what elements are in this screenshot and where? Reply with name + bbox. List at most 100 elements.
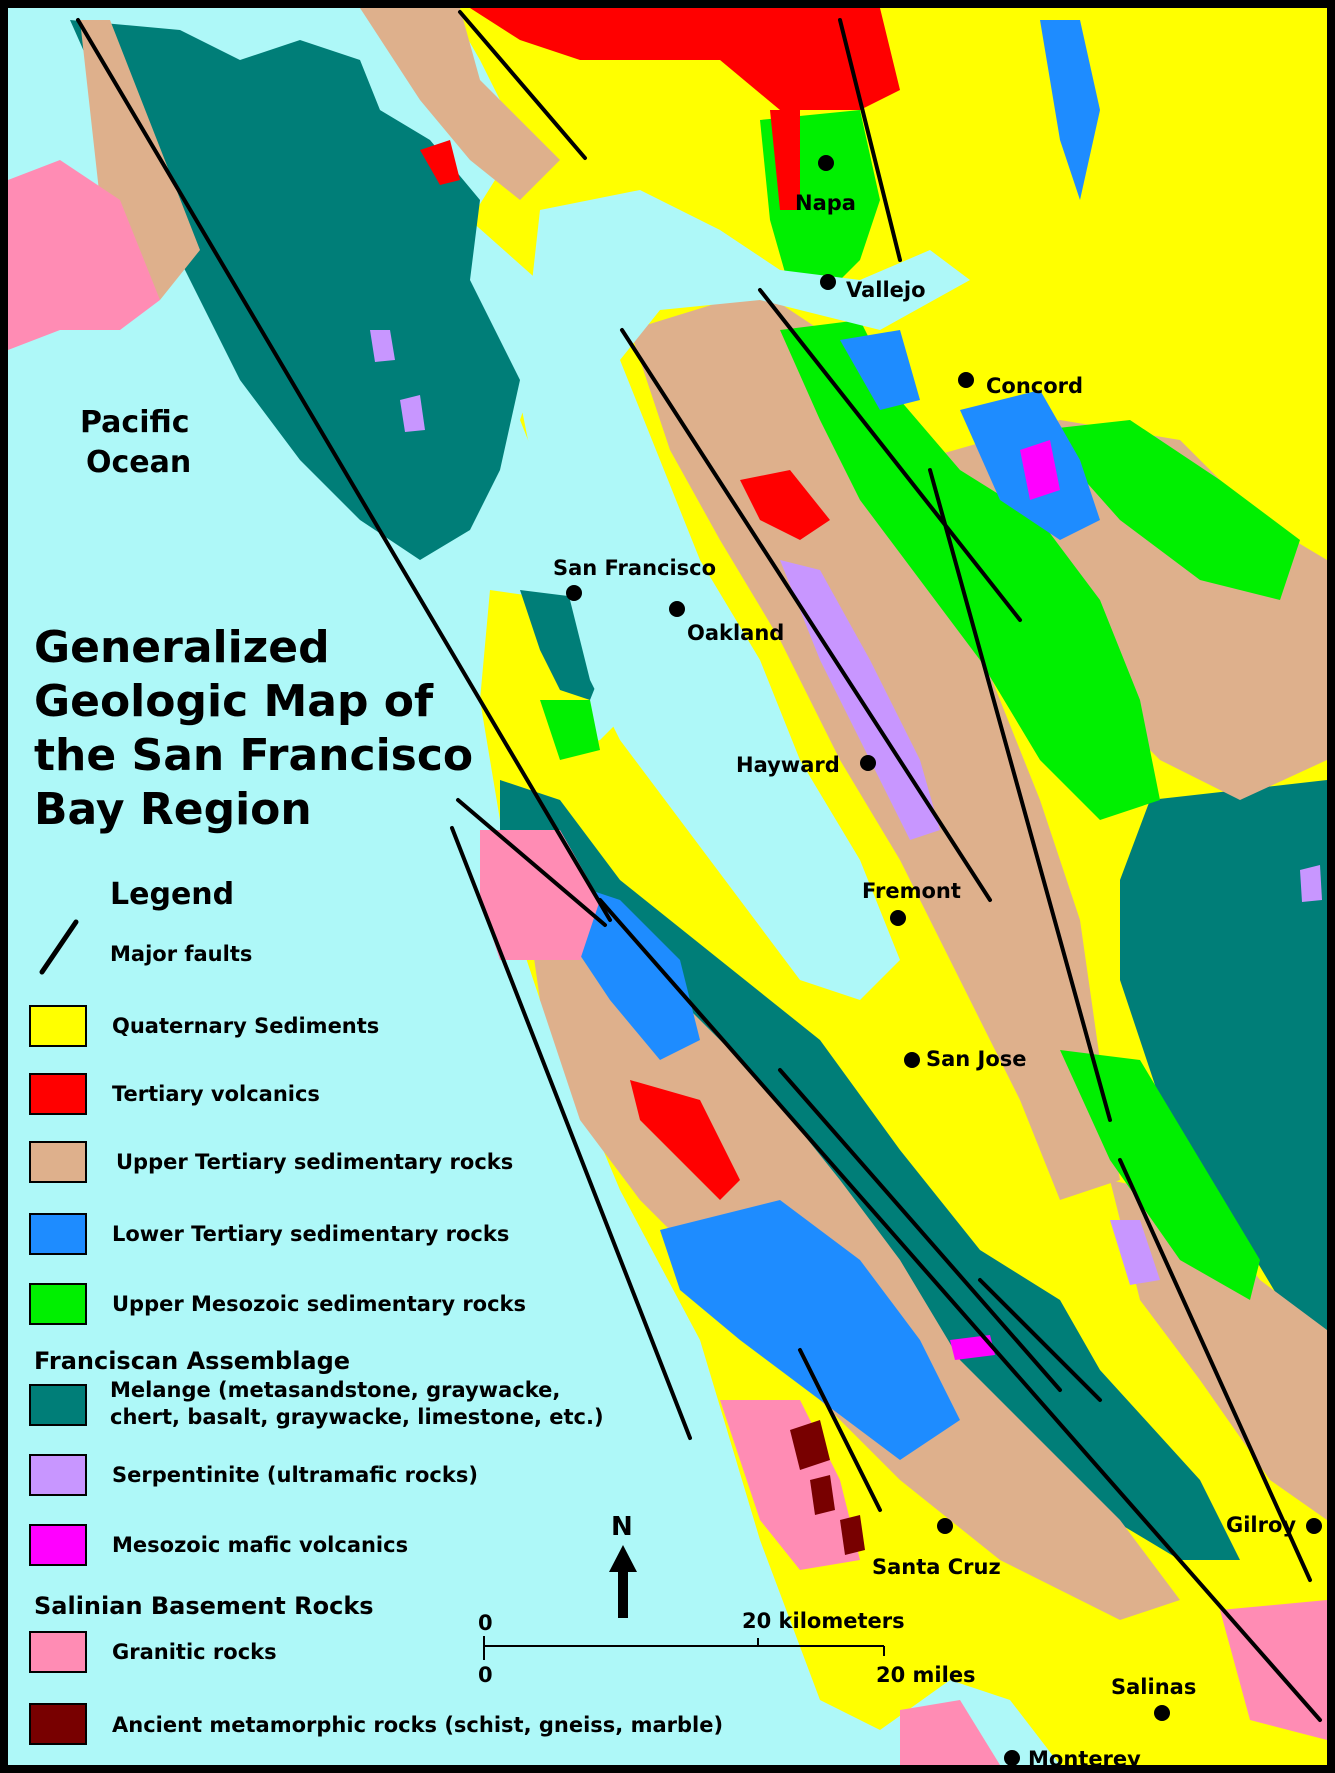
serpentinite-region-4 bbox=[1110, 1220, 1160, 1285]
tertiary-volcanics-region-marin bbox=[420, 140, 460, 185]
lower-tertiary-region-north bbox=[1040, 20, 1100, 200]
serpentinite-region-2 bbox=[370, 330, 395, 362]
granitic-region-point-reyes bbox=[8, 160, 160, 350]
ocean-label-line-2: Ocean bbox=[86, 445, 191, 480]
legend-swatch-upper-mesozoic bbox=[29, 1283, 87, 1325]
melange-region-east bbox=[1120, 780, 1327, 1370]
scale-mi-end: 20 miles bbox=[876, 1663, 976, 1687]
metamorphic-region-3 bbox=[840, 1515, 865, 1555]
legend-swatch-tertiary-volcanics bbox=[29, 1073, 87, 1115]
fault-san-andreas-south bbox=[598, 898, 1322, 1722]
tertiary-volcanics-region-santa-cruz bbox=[630, 1080, 740, 1200]
ocean-label-line-1: Pacific bbox=[80, 405, 190, 440]
fault-hayward bbox=[620, 328, 992, 902]
legend-salinian-heading: Salinian Basement Rocks bbox=[34, 1592, 374, 1620]
city-label-salinas: Salinas bbox=[1111, 1675, 1196, 1699]
legend-label-serpentinite: Serpentinite (ultramafic rocks) bbox=[112, 1463, 478, 1487]
city-dot-concord bbox=[958, 372, 974, 388]
fault-santa-cruz bbox=[778, 1068, 1062, 1392]
title-line-4: Bay Region bbox=[34, 784, 312, 835]
legend-label-tertiary-volcanics: Tertiary volcanics bbox=[112, 1082, 320, 1106]
city-label-napa: Napa bbox=[795, 191, 856, 215]
legend-fault-symbol bbox=[39, 919, 79, 975]
title-line-2: Geologic Map of bbox=[34, 676, 434, 727]
upper-mesozoic-region-diablo bbox=[780, 320, 1160, 820]
mafic-volcanics-region-1 bbox=[1020, 440, 1060, 500]
fault-san-gregorio-south bbox=[450, 826, 692, 1440]
city-dot-fremont bbox=[890, 910, 906, 926]
upper-tertiary-region-north bbox=[360, 8, 560, 200]
legend-label-metamorphic: Ancient metamorphic rocks (schist, gneis… bbox=[112, 1713, 723, 1737]
legend-label-melange-line-2: chert, basalt, graywacke, limestone, etc… bbox=[110, 1405, 604, 1429]
city-label-vallejo: Vallejo bbox=[846, 278, 926, 302]
fault-sargent bbox=[978, 1278, 1102, 1402]
city-dot-vallejo bbox=[820, 274, 836, 290]
legend-label-mafic-volcanics: Mesozoic mafic volcanics bbox=[112, 1533, 408, 1557]
tertiary-volcanics-region-berkeley bbox=[740, 470, 830, 540]
city-dot-gilroy bbox=[1306, 1518, 1322, 1534]
lower-tertiary-region-santa-cruz bbox=[660, 1200, 960, 1460]
upper-tertiary-region-santa-cruz-mtns bbox=[520, 860, 1180, 1620]
city-label-oakland: Oakland bbox=[687, 621, 784, 645]
legend-faults-label: Major faults bbox=[110, 942, 252, 966]
metamorphic-region-1 bbox=[790, 1420, 830, 1470]
metamorphic-region-2 bbox=[810, 1475, 835, 1515]
city-label-san-jose: San Jose bbox=[926, 1047, 1027, 1071]
city-dot-san-jose bbox=[904, 1052, 920, 1068]
title-line-3: the San Francisco bbox=[34, 730, 473, 781]
granitic-region-monterey bbox=[900, 1700, 1000, 1765]
mafic-volcanics-region-2 bbox=[950, 1335, 995, 1360]
north-arrow-icon bbox=[609, 1545, 637, 1618]
legend-label-upper-mesozoic: Upper Mesozoic sedimentary rocks bbox=[112, 1292, 526, 1316]
legend-franciscan-heading: Franciscan Assemblage bbox=[34, 1347, 350, 1375]
upper-mesozoic-region-sf bbox=[540, 700, 600, 760]
scale-mi-start: 0 bbox=[478, 1663, 493, 1687]
north-arrow: N bbox=[609, 1512, 637, 1618]
legend-label-quaternary: Quaternary Sediments bbox=[112, 1014, 379, 1038]
fault-calaveras-mid bbox=[928, 468, 1112, 1122]
city-label-santa-cruz: Santa Cruz bbox=[872, 1555, 1001, 1579]
city-label-gilroy: Gilroy bbox=[1226, 1513, 1296, 1537]
serpentinite-region-3 bbox=[400, 395, 425, 432]
city-dot-salinas bbox=[1154, 1705, 1170, 1721]
fault-calaveras-south bbox=[1118, 1158, 1312, 1582]
city-dot-napa bbox=[818, 155, 834, 171]
city-dot-san-francisco bbox=[566, 585, 582, 601]
city-dot-hayward bbox=[860, 755, 876, 771]
scale-bar bbox=[483, 1636, 885, 1660]
fault-calaveras-north bbox=[758, 288, 1022, 622]
legend-swatch-upper-tertiary bbox=[29, 1141, 87, 1183]
legend-label-melange-line-1: Melange (metasandstone, graywacke, bbox=[110, 1378, 560, 1402]
serpentinite-region-5 bbox=[1300, 865, 1322, 902]
scale-km-start: 0 bbox=[478, 1611, 493, 1635]
legend-swatch-quaternary bbox=[29, 1005, 87, 1047]
legend-swatch-granitic bbox=[29, 1631, 87, 1673]
fault-north bbox=[458, 10, 587, 160]
fault-zayante bbox=[798, 1348, 882, 1512]
city-label-fremont: Fremont bbox=[862, 879, 961, 903]
map-canvas: Napa Vallejo Concord San Francisco Oakla… bbox=[8, 8, 1327, 1765]
legend-swatch-lower-tertiary bbox=[29, 1213, 87, 1255]
lower-tertiary-region-vallejo bbox=[840, 330, 920, 410]
fault-napa bbox=[838, 18, 902, 262]
city-label-san-francisco: San Francisco bbox=[553, 556, 716, 580]
legend-label-granitic: Granitic rocks bbox=[112, 1640, 277, 1664]
city-label-hayward: Hayward bbox=[736, 753, 840, 777]
granitic-region-montara bbox=[480, 830, 600, 960]
legend-heading: Legend bbox=[110, 877, 234, 912]
city-dot-monterey bbox=[1004, 1750, 1020, 1765]
tertiary-volcanics-region-napa bbox=[770, 110, 800, 210]
scale-km-end: 20 kilometers bbox=[742, 1609, 905, 1633]
legend-swatch-mafic-volcanics bbox=[29, 1524, 87, 1566]
city-dot-santa-cruz bbox=[937, 1518, 953, 1534]
major-faults bbox=[76, 10, 1322, 1722]
fault-san-gregorio-north bbox=[456, 798, 607, 927]
city-label-monterey: Monterey bbox=[1028, 1747, 1141, 1765]
upper-tertiary-region-southeast bbox=[1110, 1180, 1327, 1520]
map-title: Generalized Geologic Map of the San Fran… bbox=[34, 622, 473, 835]
upper-mesozoic-region-gabilan bbox=[1060, 1050, 1260, 1300]
legend-swatch-melange bbox=[29, 1384, 87, 1426]
title-line-1: Generalized bbox=[34, 622, 330, 673]
legend-swatch-metamorphic bbox=[29, 1703, 87, 1745]
